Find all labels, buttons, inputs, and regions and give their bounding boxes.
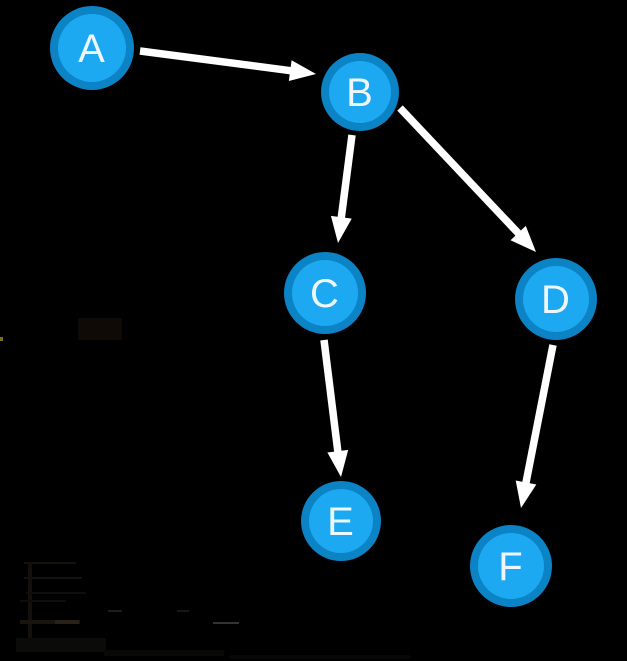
edge-B-D [397, 105, 536, 252]
edge-line [397, 105, 525, 241]
node-body [329, 61, 391, 123]
node-label: C [310, 272, 340, 316]
node-body [309, 489, 373, 553]
node-label: E [327, 500, 355, 544]
node-body [292, 260, 358, 326]
edge-line [320, 339, 343, 458]
node-B[interactable]: B [321, 53, 399, 131]
node-label: F [498, 545, 523, 589]
node-label: B [346, 71, 374, 115]
arrowhead-icon [515, 480, 537, 508]
arrowhead-icon [327, 449, 349, 477]
edge-line [521, 344, 557, 490]
node-E[interactable]: E [301, 481, 381, 561]
node-F[interactable]: F [470, 525, 552, 607]
edge-D-F [515, 344, 557, 508]
edge-line [139, 47, 297, 76]
node-label: A [78, 27, 106, 71]
edge-A-B [139, 47, 316, 82]
node-body [523, 266, 589, 332]
node-body [478, 533, 544, 599]
node-C[interactable]: C [284, 252, 366, 334]
background-artifacts [0, 318, 410, 659]
node-label: D [541, 278, 571, 322]
edges-layer [139, 47, 557, 508]
edge-line [336, 134, 356, 224]
node-A[interactable]: A [50, 6, 134, 90]
arrowhead-icon [288, 60, 316, 82]
node-body [58, 14, 126, 82]
arrowhead-icon [510, 225, 536, 252]
nodes-layer: A B C D E F [50, 6, 597, 607]
edge-C-E [320, 339, 349, 477]
arrowhead-icon [330, 215, 352, 243]
node-D[interactable]: D [515, 258, 597, 340]
edge-B-C [330, 134, 356, 243]
